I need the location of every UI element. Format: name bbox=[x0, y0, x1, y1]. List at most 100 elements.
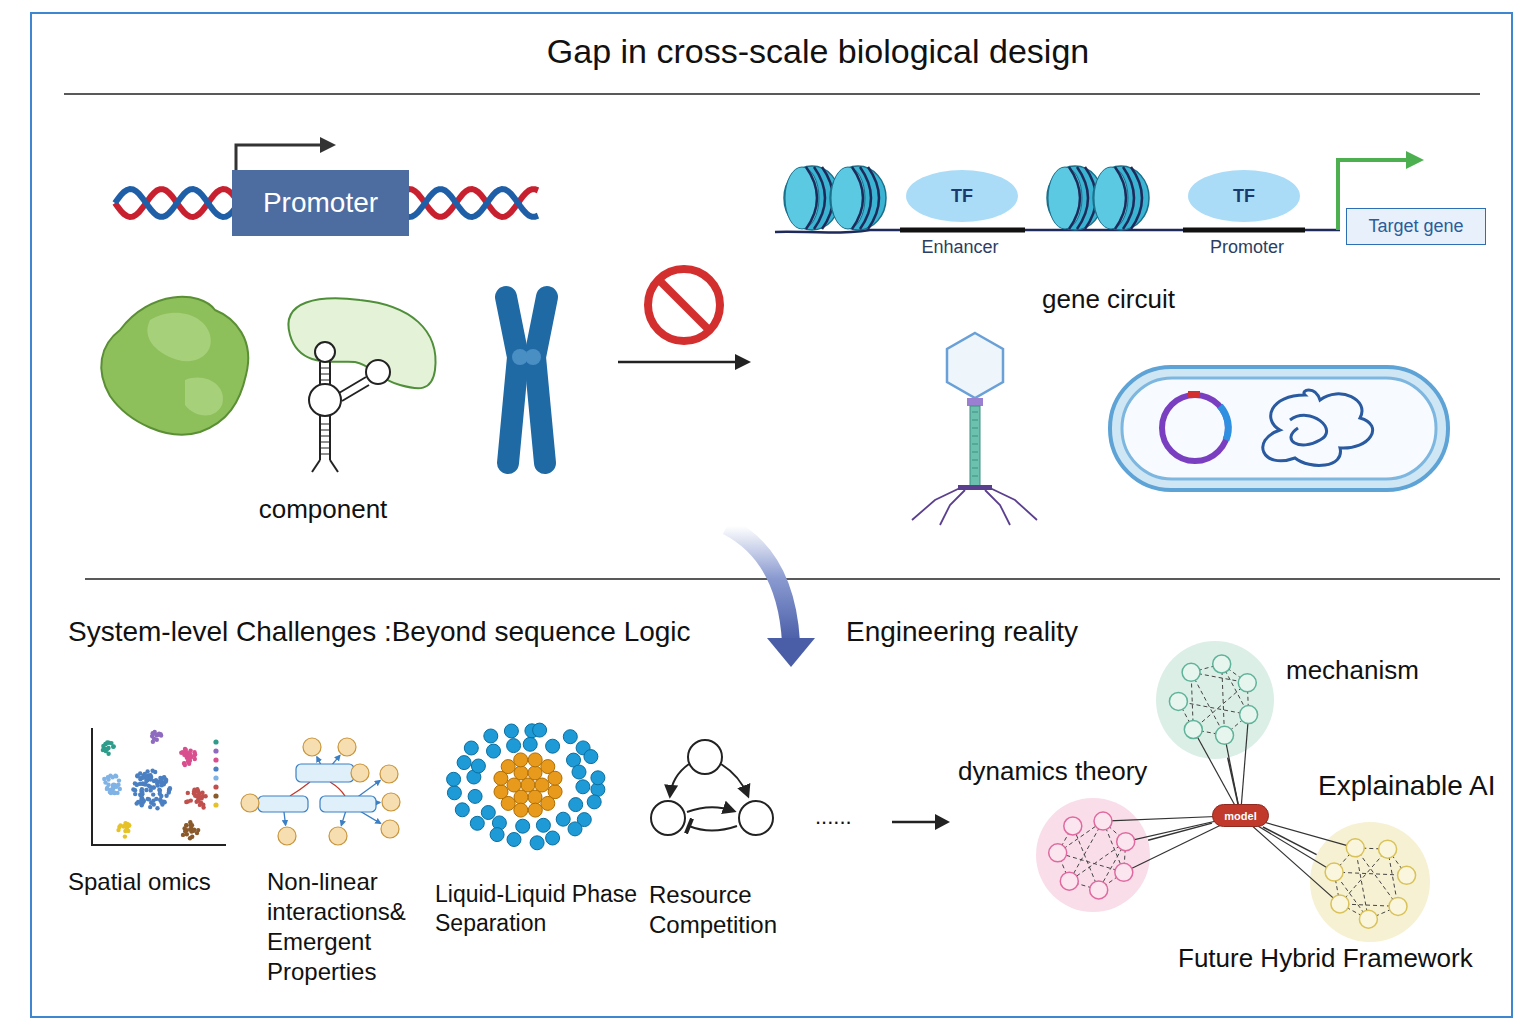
condensate-molecule bbox=[494, 771, 508, 785]
dispersed-molecule bbox=[546, 831, 560, 845]
promoter-arrow bbox=[236, 137, 336, 172]
region-label: Enhancer bbox=[921, 236, 998, 259]
cell-dot bbox=[103, 742, 107, 746]
spatial-omics-icon-line bbox=[91, 728, 93, 846]
cell-dot bbox=[162, 775, 166, 779]
cell-dot bbox=[108, 790, 112, 794]
cell-dot bbox=[158, 776, 162, 780]
frame-line bbox=[85, 578, 1500, 580]
cell-dot bbox=[138, 782, 142, 786]
cluster-key-dot bbox=[213, 757, 218, 762]
cell-dot bbox=[105, 740, 109, 744]
histone-face bbox=[1048, 167, 1082, 229]
cell-dot bbox=[141, 781, 145, 785]
cell-dot bbox=[181, 833, 185, 837]
cell-dot bbox=[155, 738, 159, 742]
cell-dot bbox=[193, 794, 197, 798]
cell-dot bbox=[157, 779, 161, 783]
cell-dot bbox=[118, 823, 122, 827]
cell-dot bbox=[101, 744, 105, 748]
cell-dot bbox=[133, 792, 137, 796]
regulation-link bbox=[325, 772, 349, 773]
cell-dot bbox=[149, 801, 153, 805]
connector-line bbox=[1228, 758, 1238, 804]
cell-dot bbox=[117, 778, 121, 782]
cell-dot bbox=[116, 783, 120, 787]
cluster-key-dot bbox=[213, 775, 218, 780]
cell-dot bbox=[125, 822, 129, 826]
phase-separation-icon bbox=[447, 723, 605, 850]
condensate-molecule bbox=[548, 785, 562, 799]
cell-dot bbox=[139, 794, 143, 798]
riboswitch-complex-circle bbox=[309, 384, 341, 416]
cell-dot bbox=[184, 753, 188, 757]
cell-dot bbox=[184, 823, 188, 827]
cell-dot bbox=[102, 746, 106, 750]
dispersed-molecule bbox=[536, 818, 550, 832]
gene-circle bbox=[241, 794, 259, 812]
cell-dot bbox=[196, 828, 200, 832]
regulation-link bbox=[348, 781, 380, 805]
cell-dot bbox=[184, 823, 188, 827]
dynamics-cluster: dynamics theory bbox=[1036, 798, 1150, 912]
cell-dot bbox=[126, 829, 130, 833]
cell-dot bbox=[106, 752, 110, 756]
connector-line bbox=[1263, 827, 1317, 855]
cell-dot bbox=[150, 734, 154, 738]
dispersed-molecule bbox=[568, 822, 582, 836]
cell-dot bbox=[192, 791, 196, 795]
cell-dot bbox=[160, 783, 164, 787]
cell-dot bbox=[152, 731, 156, 735]
cell-dot bbox=[187, 762, 191, 766]
cluster-key-dot bbox=[213, 739, 218, 744]
cell-dot bbox=[151, 792, 155, 796]
cell-dot bbox=[148, 805, 152, 809]
cell-dot bbox=[159, 778, 163, 782]
riboswitch-complex-line bbox=[339, 377, 366, 393]
cell-dot bbox=[114, 774, 118, 778]
cell-dot bbox=[192, 787, 196, 791]
cell-dot bbox=[106, 746, 110, 750]
framework-arrow-polygon bbox=[935, 814, 950, 830]
bacteriophage-rect bbox=[967, 398, 983, 406]
icon-caption: Liquid-Liquid Phase Separation bbox=[435, 880, 640, 938]
dispersed-molecule bbox=[481, 806, 495, 820]
condensate-molecule bbox=[548, 771, 562, 785]
cell-dot bbox=[158, 789, 162, 793]
cell-dot bbox=[158, 798, 162, 802]
cell-dot bbox=[135, 773, 139, 777]
cell-dot bbox=[190, 829, 194, 833]
tf-box bbox=[258, 796, 308, 812]
framework-arrow bbox=[892, 814, 950, 830]
dna-wrap bbox=[1069, 167, 1080, 229]
cell-dot bbox=[154, 733, 158, 737]
cell-dot bbox=[195, 787, 199, 791]
dispersed-molecule bbox=[455, 803, 469, 817]
cell-dot bbox=[126, 823, 130, 827]
cell-dot bbox=[199, 800, 203, 804]
cell-dot bbox=[162, 775, 166, 779]
cell-dot bbox=[151, 785, 155, 789]
histone-core bbox=[1093, 166, 1149, 230]
cell-dot bbox=[163, 780, 167, 784]
dna-wrap bbox=[860, 167, 871, 229]
cell-dot bbox=[106, 777, 110, 781]
dispersed-molecule bbox=[576, 741, 590, 755]
chromosome-circle bbox=[525, 349, 541, 365]
cell-dot bbox=[135, 801, 139, 805]
cell-dot bbox=[112, 791, 116, 795]
cell-dot bbox=[147, 774, 151, 778]
chromatin-fiber-path bbox=[775, 230, 1340, 233]
cell-dot bbox=[146, 775, 150, 779]
condensate-molecule bbox=[528, 803, 542, 817]
blocked-arrow-line bbox=[659, 280, 709, 330]
cell-dot bbox=[140, 787, 144, 791]
gene-circle bbox=[381, 820, 399, 838]
cell-dot bbox=[144, 779, 148, 783]
cell-dot bbox=[162, 799, 166, 803]
spatial-omics-icon-line bbox=[91, 844, 226, 846]
section-label: component bbox=[259, 493, 388, 526]
histone-face bbox=[785, 167, 819, 229]
cell-dot bbox=[112, 790, 116, 794]
